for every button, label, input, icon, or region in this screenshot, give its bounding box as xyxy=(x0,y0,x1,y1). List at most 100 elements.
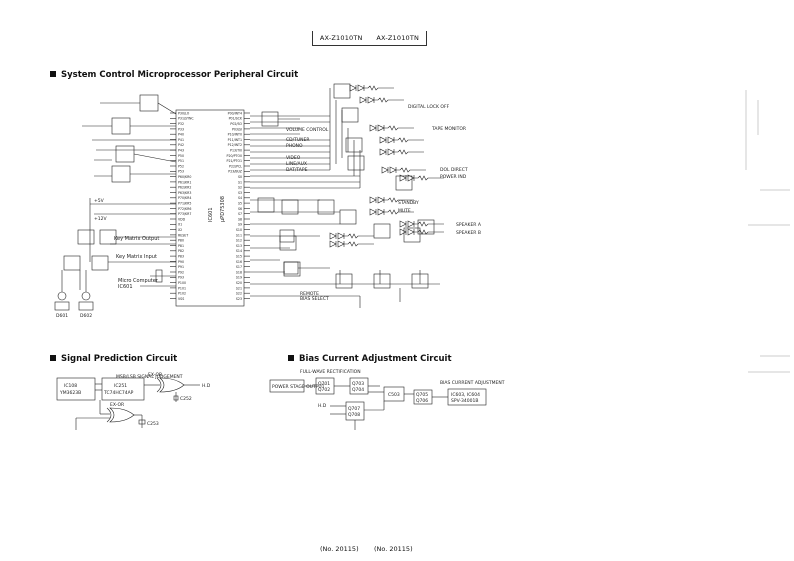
led-resistor-string xyxy=(399,220,444,228)
transistor xyxy=(339,209,357,225)
ic-pin-label: S0 xyxy=(238,175,242,179)
footer-page-right: (No. 20115) xyxy=(374,545,413,553)
ic-pin-label: P82 xyxy=(178,249,184,253)
label-c503: C503 xyxy=(388,392,400,398)
label-volume-control: VOLUME CONTROL xyxy=(286,127,329,133)
bullet-icon xyxy=(50,355,56,361)
label-key-matrix-input: Key Matrix Input xyxy=(116,254,157,260)
model-header: AX-Z1010TN AX-Z1010TN xyxy=(312,31,427,46)
label-video: VIDEO xyxy=(286,155,301,161)
main-ic-part: µPD75308 xyxy=(220,196,226,222)
ic-pin-label: S12 xyxy=(236,239,242,243)
ic-pin-label: S2 xyxy=(238,186,242,190)
footer-page-left: (No. 20115) xyxy=(320,545,359,553)
ic-pin-label: S5 xyxy=(238,202,242,206)
transistor xyxy=(395,175,413,191)
ic-pin-label: S11 xyxy=(236,233,242,237)
ic-pin-label: S15 xyxy=(236,255,242,259)
label-remote: REMOTE xyxy=(300,291,319,297)
ic-pin-label: P21/PTO1 xyxy=(227,159,242,163)
model-left: AX-Z1010TN xyxy=(319,34,363,42)
ic-pin-label: P61/KR1 xyxy=(178,180,191,184)
ic-pin-label: P41 xyxy=(178,138,184,142)
led-resistor-string xyxy=(349,84,394,92)
ic-pin-label: P100 xyxy=(178,281,186,285)
ic-pin-label: P102 xyxy=(178,292,186,296)
transistor xyxy=(417,219,435,235)
led-indicator-rows xyxy=(329,84,444,248)
led-resistor-string xyxy=(369,196,414,204)
label-ic108-part: YM3623B xyxy=(59,390,81,396)
transistor xyxy=(317,199,335,215)
ic-pin-label: S9 xyxy=(238,223,242,227)
transistor xyxy=(345,137,363,153)
ic-pin-label: P53 xyxy=(178,170,184,174)
led-resistor-string xyxy=(329,240,374,248)
ic-pin-label: X1 xyxy=(178,223,182,227)
label-bias-hd: H.D xyxy=(318,403,327,409)
ic-pin-label: S23 xyxy=(236,297,242,301)
ic-pin-label: P23/BUZ xyxy=(228,170,243,174)
ic-pin-label: P01/SCK xyxy=(229,117,243,121)
transistor xyxy=(403,227,421,243)
label-plus12v: +12V xyxy=(94,216,107,222)
ic-pin-label: P33 xyxy=(178,127,184,131)
label-judgement: MSB/LSB SIGNAL JUDGEMENT xyxy=(116,374,183,380)
led-resistor-string xyxy=(399,174,444,182)
ic-pin-label: P81 xyxy=(178,244,184,248)
transistor xyxy=(373,223,391,239)
led-resistor-string xyxy=(369,124,414,132)
left-transistor-circuits xyxy=(54,94,177,311)
ic-pin-label: P63/KR3 xyxy=(178,191,191,195)
ic-pin-label: S18 xyxy=(236,270,242,274)
label-led-2: D602 xyxy=(80,313,92,319)
ic-pin-label: S7 xyxy=(238,212,242,216)
label-speaker-a: SPEAKER A xyxy=(456,222,482,228)
label-micro-computer: Micro Computer xyxy=(118,278,159,284)
main-ic-ref: IC601 xyxy=(208,207,214,222)
model-right: AX-Z1010TN xyxy=(376,34,420,42)
label-micro-ref: IC601 xyxy=(118,284,133,290)
ic-pin-label: VDD xyxy=(178,217,186,221)
label-gate-1: EX-OR xyxy=(148,372,162,378)
transistor xyxy=(279,235,297,251)
label-power-ind: POWER IND xyxy=(440,174,467,180)
label-rectification: FULL-WAVE RECTIFICATION xyxy=(300,369,361,375)
ic-pin-label: P20/PTO0 xyxy=(227,154,242,158)
label-gate-2: EX-OR xyxy=(110,402,124,408)
ic-pin-label: P22/PCL xyxy=(229,164,242,168)
bottom-transistor-chain xyxy=(270,270,440,308)
ic-pin-label: P83 xyxy=(178,255,184,259)
ic-pin-label: P90 xyxy=(178,260,184,264)
ic-pin-label: P31/SYNC xyxy=(178,117,194,121)
label-tape-monitor: TAPE MONITOR xyxy=(431,126,466,132)
label-q707: Q707 xyxy=(348,406,360,412)
ic-pin-label: P72/KR6 xyxy=(178,207,191,211)
ic-pin-label: S4 xyxy=(238,196,242,200)
led-resistor-string xyxy=(369,208,414,216)
ic-pin-label: S20 xyxy=(236,281,242,285)
ic-pin-label: S10 xyxy=(236,228,242,232)
ic-pin-label: P43 xyxy=(178,149,184,153)
label-plus5v: +5V xyxy=(94,198,105,204)
label-phono: PHONO xyxy=(286,143,303,149)
ic-pin-label: S6 xyxy=(238,207,242,211)
label-q708: Q708 xyxy=(348,412,360,418)
label-c252: C252 xyxy=(180,396,192,402)
ic-pin-label: P12/INT2 xyxy=(228,143,242,147)
ic-pin-label: P42 xyxy=(178,143,184,147)
transistor xyxy=(333,83,351,99)
label-bias-ic: IC603, IC604 xyxy=(451,392,480,398)
led-resistor-string xyxy=(379,136,424,144)
ic-pin-label: P03/SI xyxy=(232,127,242,131)
label-q706: Q706 xyxy=(416,398,428,404)
label-q703: Q703 xyxy=(352,381,364,387)
label-ic108: IC108 xyxy=(64,383,77,389)
ic-pin-label: P92 xyxy=(178,270,184,274)
label-mute: MUTE xyxy=(398,208,411,214)
led-resistor-string xyxy=(379,148,424,156)
middle-small-circuits xyxy=(257,111,330,275)
ic-pin-label: X2 xyxy=(178,228,182,232)
ic-pin-label: S16 xyxy=(236,260,242,264)
ic-pin-label: P32 xyxy=(178,122,184,126)
